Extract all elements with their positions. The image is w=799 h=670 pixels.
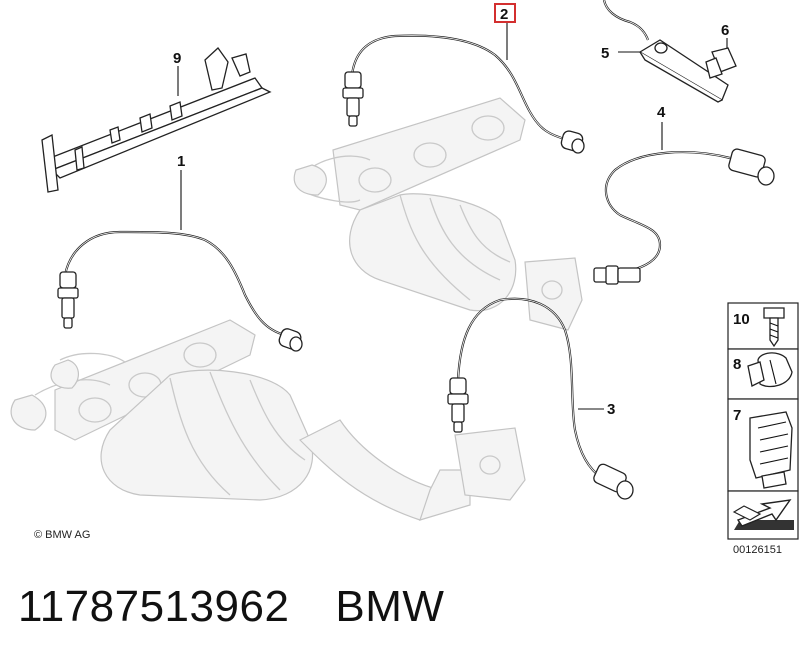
callout-9: 9 (173, 50, 181, 67)
wiring-harness-bracket (41, 47, 272, 193)
callout-8: 8 (733, 356, 741, 373)
front-exhaust-manifold-illustration (10, 319, 526, 521)
oxygen-sensor-3 (447, 297, 634, 500)
rear-exhaust-manifold-illustration (293, 97, 583, 331)
bracket-clip (705, 38, 737, 79)
oxygen-sensor-1 (57, 170, 303, 352)
callout-7: 7 (733, 407, 741, 424)
clip-icon (747, 352, 793, 388)
highlight-box-callout-2 (494, 3, 516, 23)
diagram-arrow-icon (732, 499, 794, 530)
bolt-icon (763, 307, 785, 348)
diagram-number: 00126151 (733, 544, 782, 556)
callout-3: 3 (607, 401, 615, 418)
sensor-bracket (602, 0, 729, 103)
oxygen-sensor-2 (342, 22, 585, 154)
retaining-plate-icon (749, 411, 793, 489)
small-parts-panel: 10 8 7 (727, 302, 799, 540)
callout-10: 10 (733, 311, 750, 328)
callout-1: 1 (177, 153, 185, 170)
brand-name: BMW (335, 582, 445, 631)
copyright-notice: © BMW AG (34, 529, 90, 541)
oxygen-sensor-4 (593, 122, 775, 285)
callout-4: 4 (657, 104, 666, 121)
callout-6: 6 (721, 22, 729, 39)
callout-5: 5 (601, 45, 609, 62)
callout-2: 2 (500, 6, 508, 23)
part-number: 11787513962 (18, 582, 290, 631)
part-caption: 11787513962 BMW (18, 582, 444, 632)
